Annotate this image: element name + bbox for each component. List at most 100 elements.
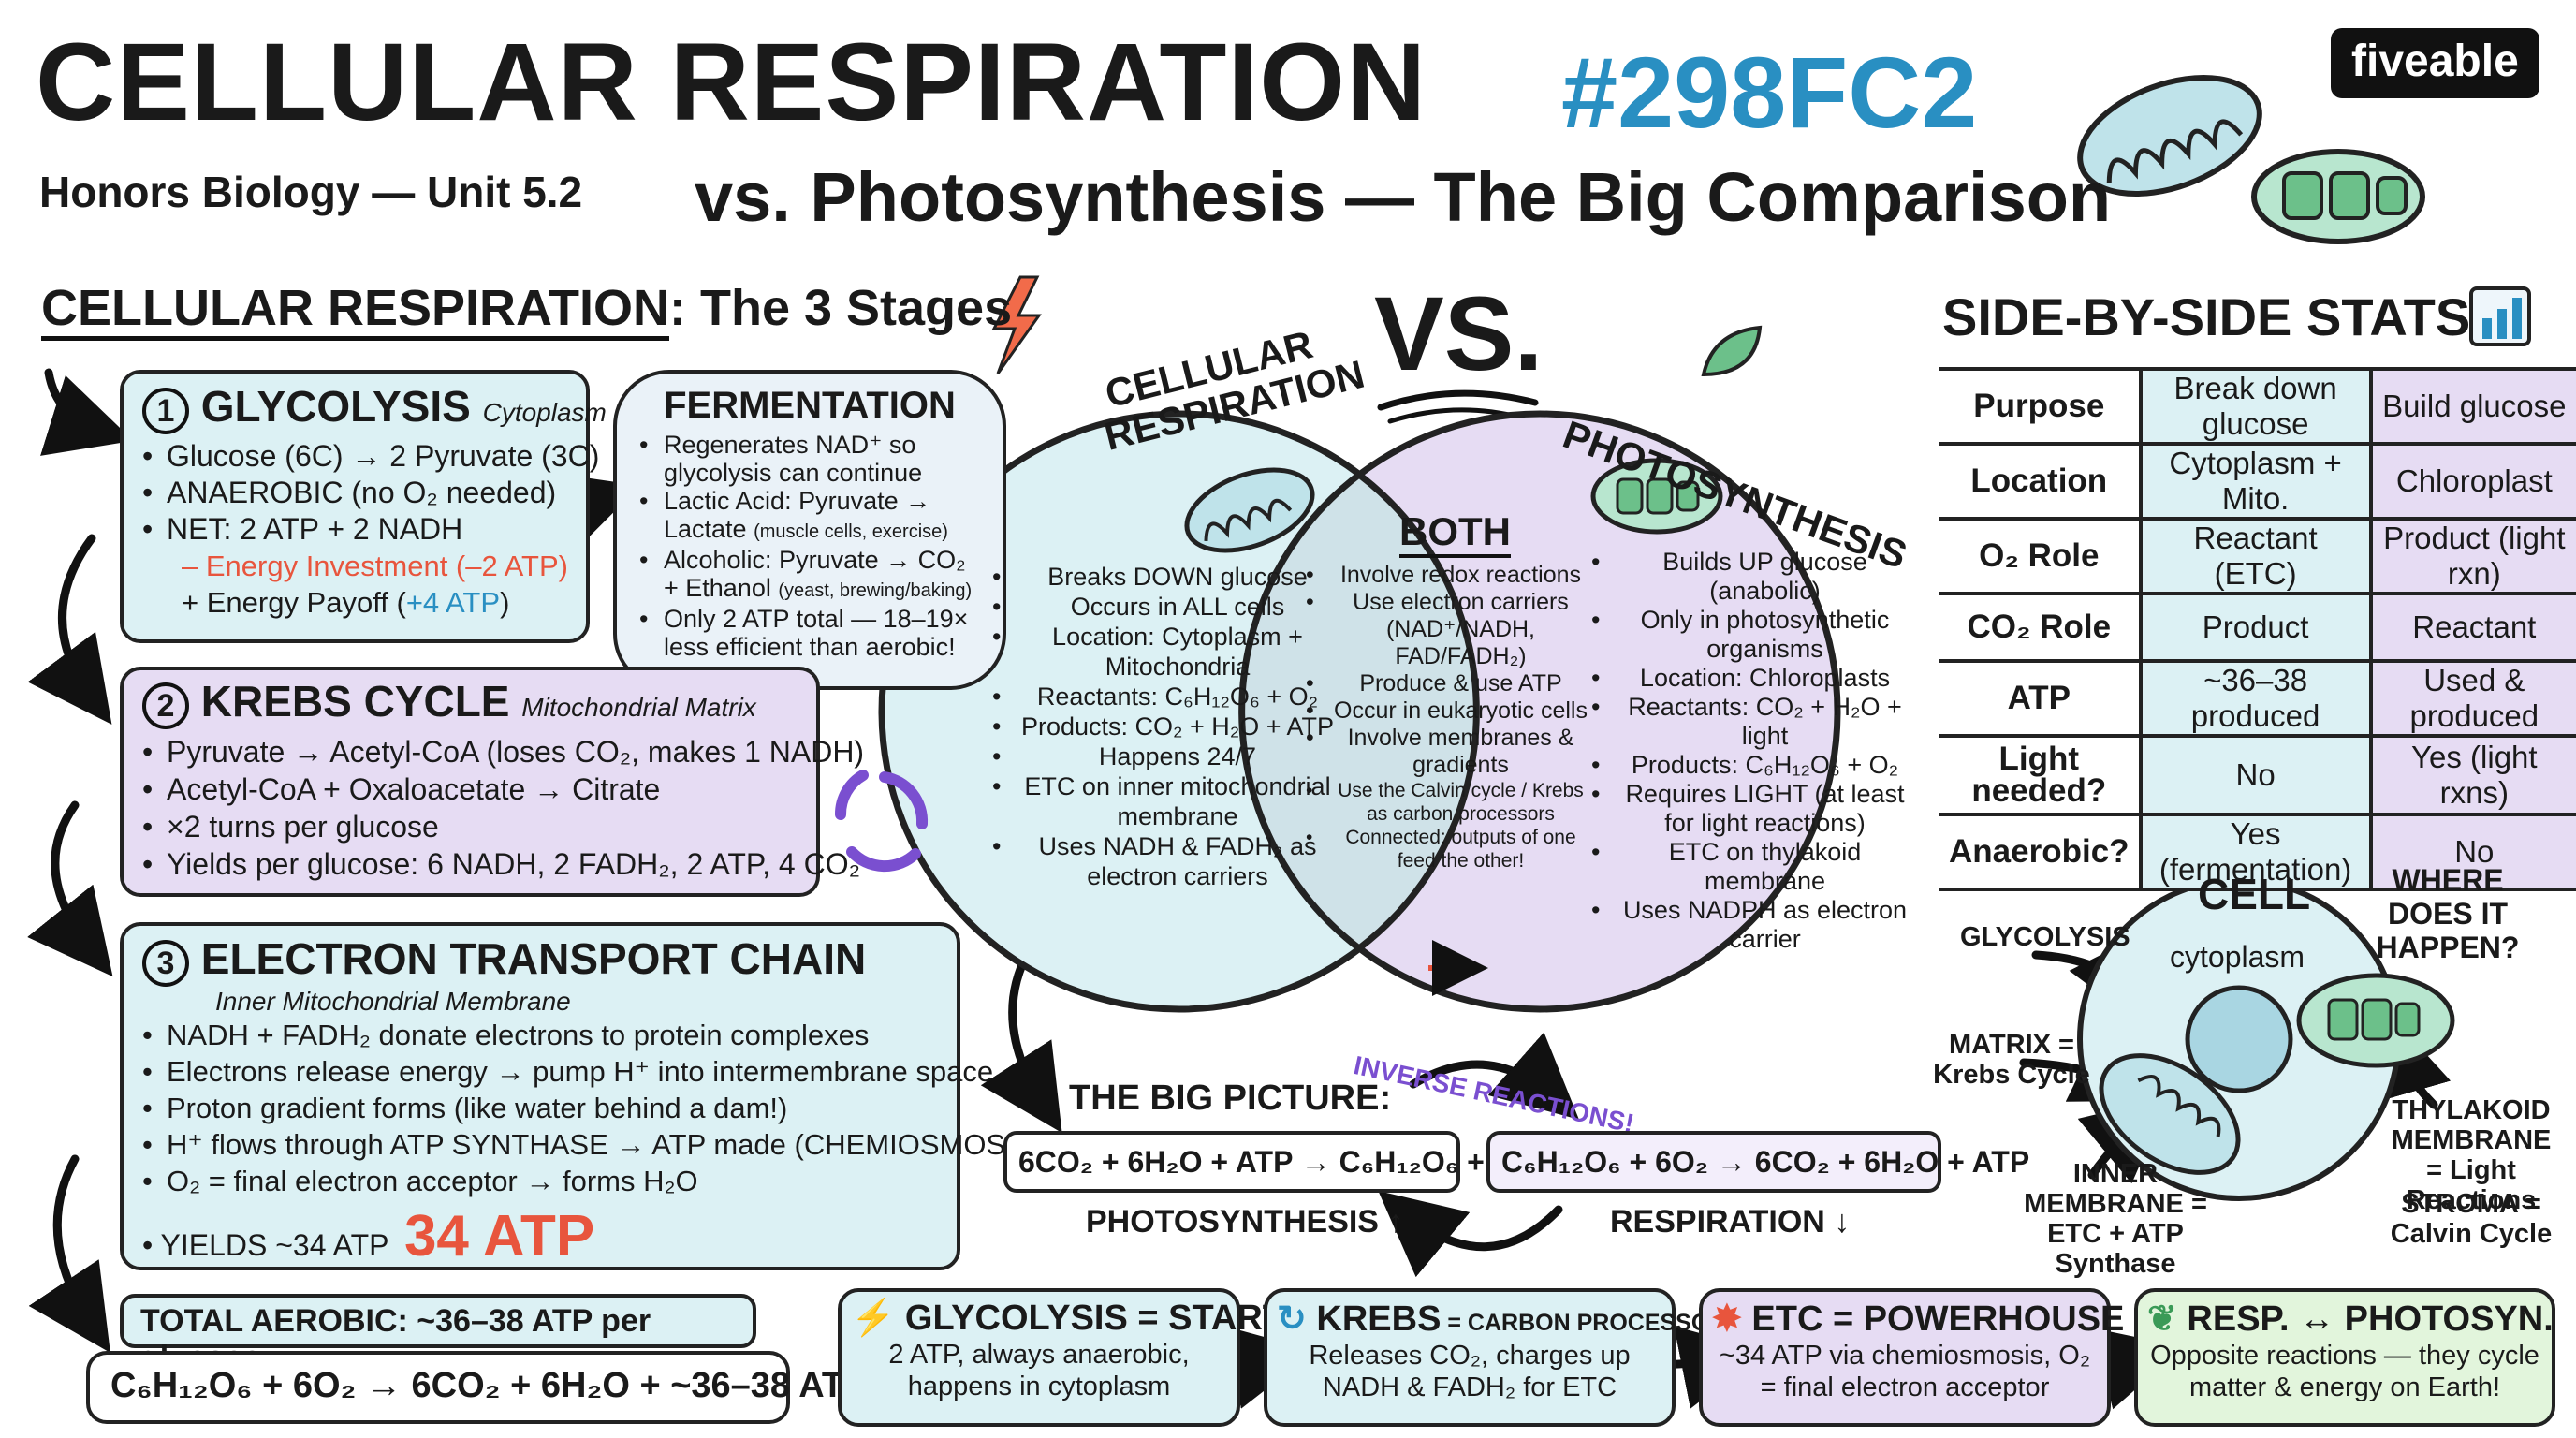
stats-cell: Used & produced — [2370, 661, 2576, 738]
stats-cell: No — [2370, 814, 2576, 891]
summary-title: ETC = POWERHOUSE — [1751, 1299, 2125, 1339]
energy-payoff-value: +4 ATP — [405, 586, 501, 619]
energy-payoff-prefix: + Energy Payoff ( — [182, 586, 406, 619]
fermentation-item-text: Only 2 ATP total — 18–19× less efficient… — [664, 605, 969, 661]
venn-both-item: Connected: outputs of one feed the other… — [1306, 826, 1591, 873]
venn-both-item: Use the Calvin cycle / Krebs as carbon p… — [1306, 779, 1591, 826]
burst-small-icon: ✸ — [1712, 1299, 1742, 1339]
stats-cell: Cytoplasm + Mito. — [2140, 444, 2373, 521]
venn-left-item: Products: CO₂ + H₂O + ATP — [992, 712, 1339, 741]
color-code: #298FC2 — [1561, 36, 1978, 149]
summary-title-small: = CARBON PROCESSOR — [1441, 1310, 1727, 1336]
etc-bullet: H⁺ flows through ATP SYNTHASE → ATP made… — [142, 1126, 1043, 1163]
vs-label: VS. — [1374, 275, 1544, 392]
fermentation-item: Alcoholic: Pyruvate → CO₂ + Ethanol (yea… — [639, 546, 980, 605]
fermentation-item-note: (yeast, brewing/baking) — [778, 580, 973, 601]
stats-cell: Anaerobic? — [1939, 814, 2143, 891]
stats-cell: Product (light rxn) — [2370, 519, 2576, 595]
lightning-icon — [991, 275, 1042, 374]
krebs-bullet: Acetyl-CoA + Oxaloacetate → Citrate — [142, 770, 798, 808]
photosynthesis-direction: PHOTOSYNTHESIS ↑ — [1086, 1204, 1404, 1240]
venn-left-item: Breaks DOWN glucose — [992, 562, 1339, 592]
cell-cytoplasm-label: cytoplasm — [2170, 940, 2305, 974]
summary-body: Releases CO₂, charges up NADH & FADH₂ fo… — [1309, 1341, 1631, 1402]
stats-cell: ~36–38 produced — [2140, 661, 2373, 738]
venn-right-item: Requires LIGHT (at least for light react… — [1591, 780, 1914, 838]
cell-matrix-label: MATRIX = Krebs Cycle — [1933, 1030, 2090, 1090]
etc-yields-text: YIELDS ~34 ATP — [160, 1228, 389, 1262]
stage-number-1: 1 — [142, 388, 189, 434]
venn-both-label: BOTH — [1399, 509, 1511, 558]
table-row: Anaerobic?Yes (fermentation)No — [1939, 814, 2576, 891]
stats-cell: O₂ Role — [1939, 519, 2143, 595]
summary-body: 2 ATP, always anaerobic, happens in cyto… — [888, 1340, 1190, 1401]
cycle-small-icon: ↻ — [1277, 1299, 1307, 1339]
venn-left-item: Happens 24/7 — [992, 741, 1339, 771]
big-picture-label: THE BIG PICTURE: — [1069, 1078, 1392, 1118]
venn-left-item: ETC on inner mitochondrial membrane — [992, 771, 1339, 831]
sprout-small-icon: ❦ — [2147, 1299, 2177, 1339]
krebs-bullet: Yields per glucose: 6 NADH, 2 FADH₂, 2 A… — [142, 845, 860, 883]
venn-both-item: Produce & use ATP — [1306, 670, 1591, 697]
total-equation: C₆H₁₂O₆ + 6O₂ → 6CO₂ + 6H₂O + ~36–38 ATP — [86, 1351, 867, 1424]
fermentation-cloud: FERMENTATION Regenerates NAD⁺ so glycoly… — [613, 370, 1006, 690]
fermentation-item: Regenerates NAD⁺ so glycolysis can conti… — [639, 431, 980, 487]
fermentation-item-note: (muscle cells, exercise) — [754, 521, 948, 542]
stats-cell: CO₂ Role — [1939, 594, 2143, 663]
mitochondrion-icon — [2077, 75, 2262, 197]
venn-right-list: Builds UP glucose (anabolic) Only in pho… — [1591, 548, 1914, 954]
etc-location: Inner Mitochondrial Membrane — [215, 987, 571, 1016]
stats-cell: Location — [1939, 444, 2143, 521]
glycolysis-title: GLYCOLYSIS — [200, 382, 471, 431]
venn-both-item: Occur in eukaryotic cells — [1306, 697, 1591, 725]
summary-card-glycolysis: ⚡ GLYCOLYSIS = START 2 ATP, always anaer… — [838, 1288, 1284, 1427]
lightning-small-icon: ⚡ — [851, 1299, 896, 1338]
cell-stroma-label: STROMA = Calvin Cycle — [2390, 1189, 2553, 1249]
etc-bullet: O₂ = final electron acceptor → forms H₂O — [142, 1163, 938, 1199]
chloroplast-icon — [2251, 149, 2425, 244]
respiration-equation: C₆H₁₂O₆ + 6O₂ → 6CO₂ + 6H₂O + ATP — [1486, 1131, 2029, 1193]
glycolysis-bullet: ANAEROBIC (no O₂ needed) — [142, 475, 567, 511]
venn-left-item: Occurs in ALL cells — [992, 592, 1339, 622]
stats-cell: Purpose — [1939, 367, 2143, 446]
leaf-icon — [1701, 325, 1763, 377]
stats-cell: Build glucose — [2370, 367, 2576, 446]
page-subtitle: vs. Photosynthesis — The Big Comparison — [695, 158, 2112, 236]
glycolysis-bullet: NET: 2 ATP + 2 NADH — [142, 511, 567, 548]
krebs-location: Mitochondrial Matrix — [521, 693, 756, 722]
brand-logo: fiveable — [2331, 28, 2539, 98]
stats-cell: Chloroplast — [2370, 444, 2576, 521]
etc-title: ELECTRON TRANSPORT CHAIN — [200, 934, 867, 983]
page-title: CELLULAR RESPIRATION — [36, 21, 1427, 144]
chart-icon — [2469, 286, 2531, 346]
summary-body: ~34 ATP via chemiosmosis, O₂ = final ele… — [1719, 1341, 2091, 1402]
fermentation-item: Only 2 ATP total — 18–19× less efficient… — [639, 605, 980, 661]
venn-chloroplast-icon — [1590, 458, 1723, 535]
cell-question: WHERE DOES IT HAPPEN? — [2376, 863, 2520, 964]
venn-right-item: Builds UP glucose (anabolic) — [1591, 548, 1914, 606]
venn-right-item: Products: C₆H₁₂O₆ + O₂ — [1591, 751, 1914, 780]
venn-right-item: Only in photosynthetic organisms — [1591, 606, 1914, 664]
krebs-bullet: Pyruvate → Acetyl-CoA (loses CO₂, makes … — [142, 733, 864, 770]
fermentation-title: FERMENTATION — [664, 385, 956, 426]
stats-cell: Yes (fermentation) — [2140, 814, 2373, 891]
respiration-direction: RESPIRATION ↓ — [1610, 1204, 1851, 1240]
stats-cell: No — [2140, 736, 2373, 816]
stats-cell: Reactant (ETC) — [2140, 519, 2373, 595]
stage-number-3: 3 — [142, 940, 189, 987]
etc-bullet: Proton gradient forms (like water behind… — [142, 1090, 938, 1126]
venn-mitochondrion-icon — [1184, 467, 1315, 553]
summary-card-inverse: ❦ RESP. ↔ PHOTOSYN. Opposite reactions —… — [2134, 1288, 2555, 1427]
venn-left-item: Reactants: C₆H₁₂O₆ + O₂ — [992, 682, 1339, 712]
etc-bullet: NADH + FADH₂ donate electrons to protein… — [142, 1017, 938, 1053]
venn-right-item: Location: Chloroplasts — [1591, 664, 1914, 693]
stats-cell: ATP — [1939, 661, 2143, 738]
stats-heading: SIDE-BY-SIDE STATS — [1942, 287, 2471, 346]
fermentation-item-text: Alcoholic: Pyruvate → CO₂ + Ethanol — [664, 546, 966, 602]
